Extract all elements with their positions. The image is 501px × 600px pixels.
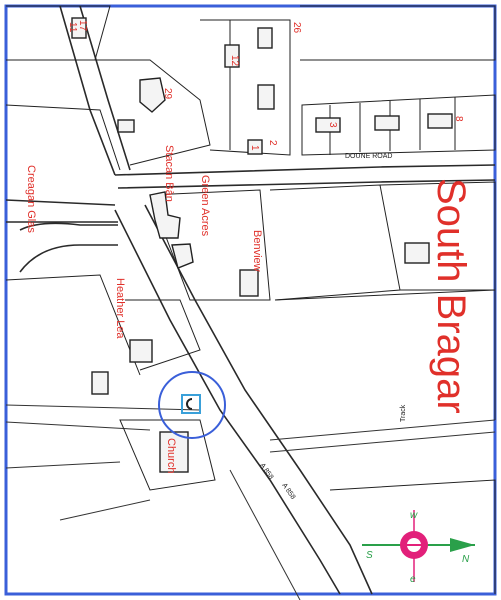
plot-number: 12 xyxy=(229,55,240,67)
place-label: South Bragar xyxy=(429,178,473,414)
plot-number: 1 xyxy=(249,145,260,151)
plot-number: 11 xyxy=(67,22,78,33)
compass-label-north: N xyxy=(462,554,470,565)
plot-number: 3 xyxy=(327,122,338,128)
site-symbol-icon xyxy=(186,398,193,410)
compass-label-west: w xyxy=(410,510,418,521)
plot-number: 8 xyxy=(453,116,464,122)
house-label-creagan: Creagan Glas xyxy=(25,165,37,233)
plot-number: 2 xyxy=(267,140,278,146)
place-label-south-bragar: South Bragar xyxy=(429,178,473,414)
plot-number: 26 xyxy=(291,22,302,34)
road-label-track: Track xyxy=(400,404,407,422)
plot-number: 29 xyxy=(162,88,173,100)
buildings xyxy=(71,17,453,473)
site-location-circle xyxy=(158,371,226,439)
north-arrow: N S w e xyxy=(362,510,475,585)
road-label-doune-road: DOUNE ROAD xyxy=(345,153,392,160)
plot-number: 17 xyxy=(77,20,88,32)
site-location-marker xyxy=(181,394,201,414)
house-label-church: Church xyxy=(165,438,177,473)
compass-label-south: S xyxy=(366,550,373,561)
house-label-green-acres: Green Acres xyxy=(199,175,211,237)
house-label-creagan-glas: Creagan Glas xyxy=(25,165,37,233)
house-label-heather-lea: Heather Lea xyxy=(114,278,126,339)
compass-label-east: e xyxy=(410,574,416,585)
road-network xyxy=(5,5,496,600)
compass-north-icon xyxy=(450,538,475,552)
house-label-benview: Benview xyxy=(251,230,263,272)
house-label-stacan-ban: Stacan Bàn xyxy=(163,145,175,202)
